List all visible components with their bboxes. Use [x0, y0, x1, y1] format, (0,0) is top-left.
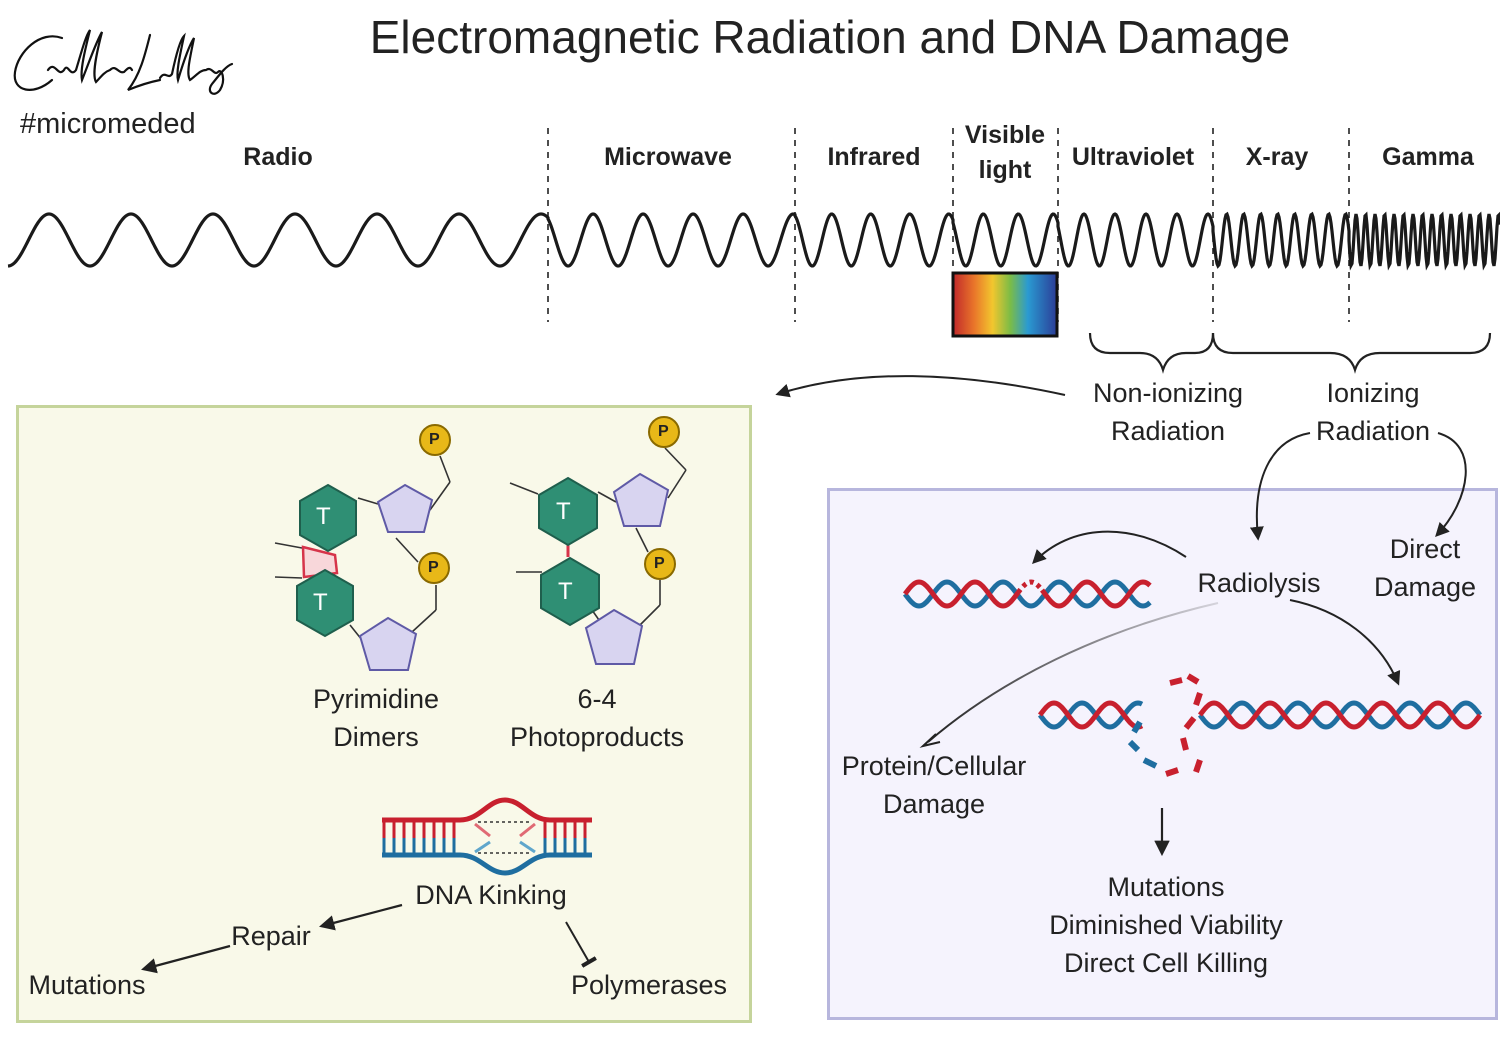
pyrimidine-dimers-label: Pyrimidine Dimers [312, 684, 440, 752]
thymine-label: T [313, 589, 328, 616]
dna-fragment [1169, 677, 1183, 686]
non-ionizing-brace [1088, 332, 1215, 374]
radiolysis-label: Radiolysis [1197, 568, 1321, 598]
band-radio: Radio [243, 143, 313, 171]
dna-single-strand-break [902, 579, 1152, 609]
dna-fragment [1193, 759, 1203, 773]
band-gamma: Gamma [1382, 143, 1474, 171]
non-ionizing-arrow [775, 375, 1066, 398]
dna-strand-red [1040, 579, 1152, 609]
dna-fragment [1165, 767, 1179, 777]
photoproducts-label: 6-4 Photoproducts [509, 684, 685, 752]
dna-fragment [1142, 757, 1158, 769]
direct-damage-label: Direct Damage [1373, 534, 1477, 602]
page-title: Electromagnetic Radiation and DNA Damage [369, 11, 1291, 63]
phosphate-label: P [658, 423, 669, 440]
pyrimidine-dimer-molecule [274, 424, 451, 671]
dna-fragment [1127, 739, 1141, 753]
ionizing-outcomes: Mutations Diminished Viability Direct Ce… [1030, 868, 1302, 982]
radiolysis-to-double-strand-break-arrow [1289, 599, 1401, 686]
radiolysis-to-single-strand-break-arrow [1032, 530, 1187, 565]
phosphate-label: P [429, 431, 440, 448]
radiolysis-to-protein-damage-arrow [927, 602, 1219, 743]
dna-strand-blue [902, 579, 1152, 609]
kinking-blocks-polymerases [565, 921, 597, 968]
six-four-photoproduct-molecule [509, 416, 687, 665]
dna-strand-red-break [1016, 579, 1044, 595]
polymerases-label: Polymerases [570, 970, 728, 1000]
kinked-dna-ladder [382, 797, 592, 876]
non-ionizing-label: Non-ionizing Radiation [1092, 378, 1244, 446]
ionizing-label: Ionizing Radiation [1315, 378, 1431, 446]
dna-kinking-label: DNA Kinking [415, 880, 567, 910]
visible-spectrum-bar [951, 271, 1059, 338]
ionizing-damage-panel [827, 488, 1498, 1020]
repair-label: Repair [231, 921, 311, 951]
dna-fragment [1193, 692, 1203, 706]
dna-fragment [1183, 716, 1197, 730]
repair-to-mutations-arrow [141, 944, 231, 974]
kinking-to-repair-arrow [319, 903, 403, 931]
band-ultraviolet: Ultraviolet [1071, 143, 1195, 171]
ionizing-brace [1211, 332, 1492, 374]
ionizing-to-radiolysis-arrow [1249, 432, 1311, 541]
hashtag: #micromeded [20, 108, 196, 140]
outcome-diminished-viability: Diminished Viability [1049, 910, 1283, 940]
protein-cellular-damage-label: Protein/Cellular Damage [841, 751, 1027, 819]
dna-strand-red [1037, 700, 1144, 730]
dna-fragment [1131, 720, 1143, 734]
mutations-label: Mutations [28, 970, 146, 1000]
thymine-label: T [558, 578, 573, 605]
em-wave [7, 211, 1500, 271]
band-x-ray: X-ray [1245, 143, 1309, 171]
dna-fragment [1180, 737, 1189, 751]
band-infrared: Infrared [827, 143, 921, 171]
thymine-label: T [556, 498, 571, 525]
outcome-mutations: Mutations [1107, 872, 1225, 902]
dna-strand-red [1197, 700, 1483, 730]
band-microwave: Microwave [604, 143, 732, 171]
dna-strand-red [902, 579, 1021, 609]
phosphate-label: P [654, 555, 665, 572]
signature-logo [13, 29, 234, 95]
dna-fragment [1186, 673, 1200, 685]
dna-double-strand-break [1037, 673, 1483, 777]
outcome-direct-cell-killing: Direct Cell Killing [1063, 948, 1269, 978]
thymine-label: T [316, 503, 331, 530]
phosphate-label: P [428, 559, 439, 576]
ionizing-to-direct-damage-arrow [1435, 432, 1467, 538]
band-visible-light: Visible light [964, 121, 1046, 184]
